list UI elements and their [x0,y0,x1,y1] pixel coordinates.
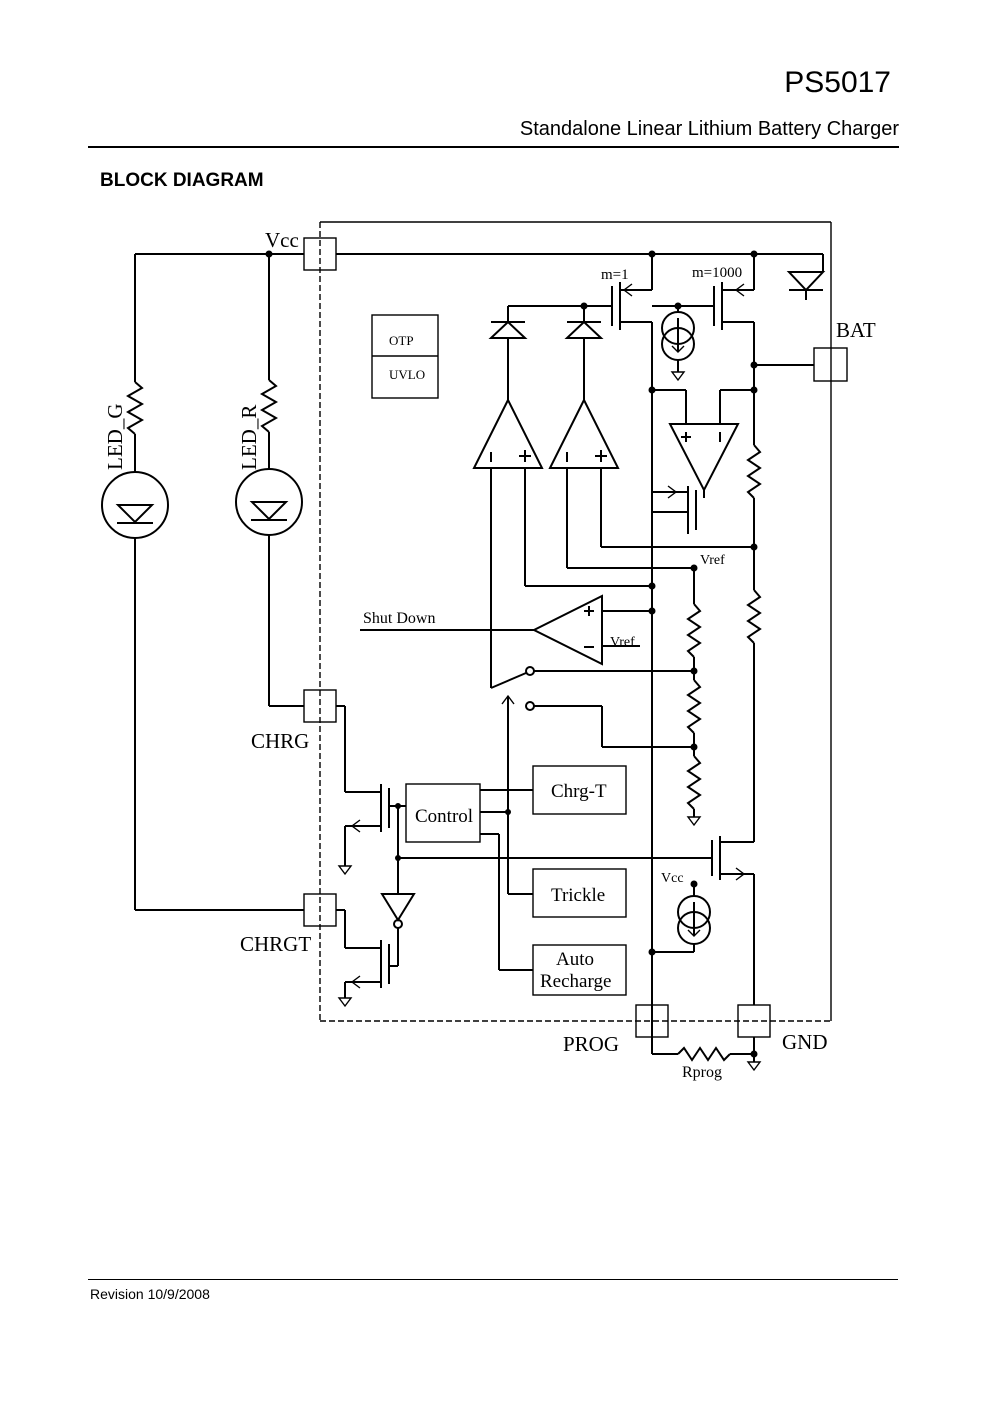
chip-boundary [319,221,832,1022]
output-stage [648,836,755,1005]
led-green-label: LED_G [103,404,127,471]
cv-amplifier [652,423,740,534]
m1-label: m=1 [601,267,629,283]
document-subtitle: Standalone Linear Lithium Battery Charge… [519,118,899,140]
auto-recharge-line2: Recharge [540,971,611,992]
m1000-label: m=1000 [692,265,742,281]
chrgt-pin-label: CHRGT [240,932,311,956]
chrg-t-label: Chrg-T [551,781,607,802]
header-rule [88,146,899,148]
led-red-label: LED_R [237,405,261,470]
control-label: Control [415,806,473,827]
chrgt-transistor [336,858,416,1008]
vref-divider [686,568,702,827]
control-logic [398,765,627,996]
shutdown-label: Shut Down [363,610,435,627]
bat-pin-label: BAT [836,318,876,342]
rprog-label: Rprog [682,1064,722,1081]
chrg-pin-label: CHRG [251,729,309,753]
charge-comparators [472,302,754,688]
rprog-resistor [651,1037,762,1072]
otp-label: OTP [389,333,414,348]
chrg-transistor [336,705,712,876]
current-source-top [661,302,695,382]
vcc-pin-label: Vcc [265,228,299,252]
vref-switch [490,666,694,894]
shutdown-comparator [360,594,656,666]
auto-recharge-line1: Auto [556,949,594,970]
vref-comp-label: Vref [610,635,635,650]
gnd-pin-label: GND [782,1030,828,1054]
section-title: BLOCK DIAGRAM [100,170,264,191]
prog-pin-label: PROG [563,1032,619,1056]
uvlo-label: UVLO [389,367,425,382]
trickle-label: Trickle [551,885,605,906]
vref-top-label: Vref [700,553,725,568]
current-mirror [508,254,826,330]
revision-text: Revision 10/9/2008 [90,1286,210,1302]
bat-node-wiring [648,322,814,1054]
led-red-branch [235,254,304,707]
otp-uvlo-block [371,314,439,399]
vcc-inner-label: Vcc [661,871,684,886]
part-number: PS5017 [784,66,891,99]
footer-rule [88,1279,898,1280]
vcc-rail [135,250,823,258]
led-green-branch [101,254,304,911]
